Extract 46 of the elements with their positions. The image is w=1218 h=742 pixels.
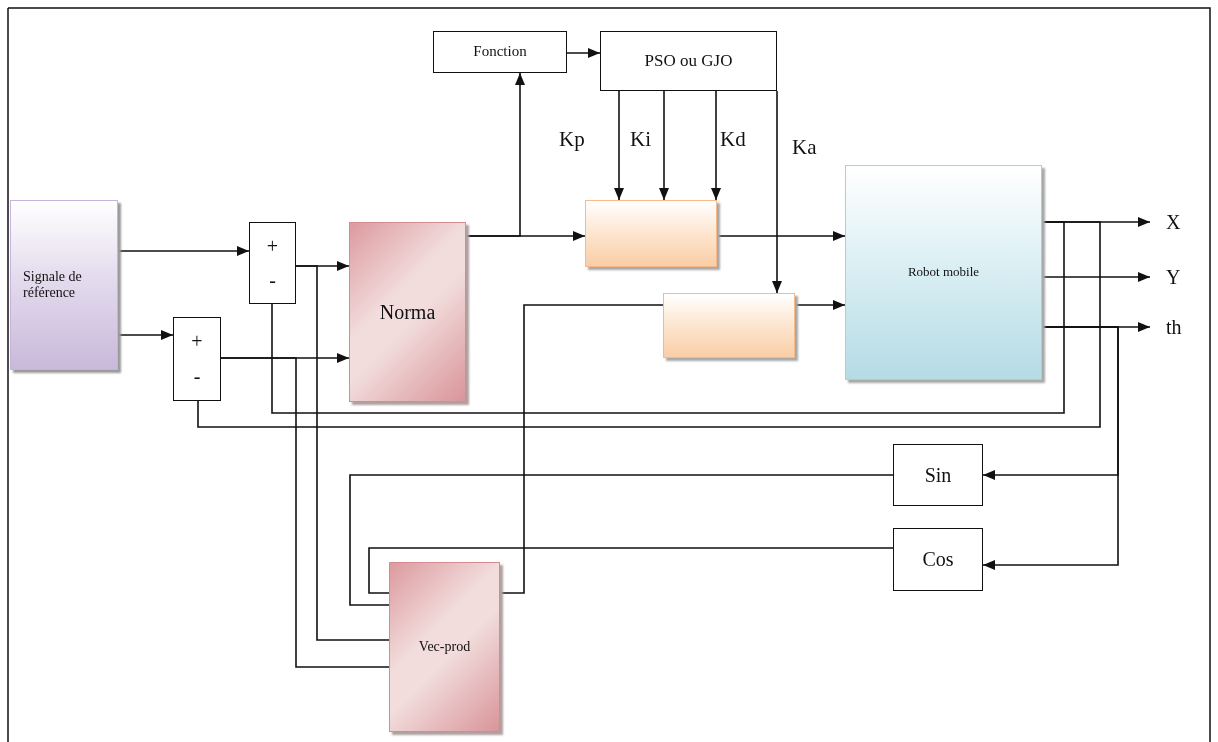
block-label: Vec-prod: [418, 638, 471, 656]
function-box: [893, 444, 983, 506]
sign-label: -: [193, 365, 201, 388]
arrow: [117, 246, 250, 256]
sign-label: -: [269, 268, 276, 292]
connector-line: [271, 221, 1065, 414]
arrow: [566, 48, 601, 58]
block-label: Robot mobile: [907, 265, 980, 280]
arrow: [982, 326, 1119, 570]
optimizer-box: [600, 31, 777, 91]
connector-line: [499, 304, 664, 594]
block-label: Fonction: [473, 43, 527, 61]
signal-name: X: [1166, 210, 1181, 234]
connector-line: [368, 547, 894, 594]
block-label: Signale de référence: [23, 268, 83, 302]
signal-name: th: [1166, 315, 1182, 339]
function-box: [893, 528, 983, 591]
controller-block: [663, 293, 795, 358]
source-block: [10, 200, 118, 370]
sign-label: +: [191, 330, 203, 353]
sign-label: +: [266, 234, 279, 258]
process-box: [433, 31, 567, 73]
arrow: [772, 90, 782, 294]
process-block: [389, 562, 500, 732]
block-label: PSO ou GJO: [644, 51, 733, 71]
plant-block: [845, 165, 1042, 380]
summing-block: [173, 317, 221, 401]
connector-line: [349, 474, 894, 606]
arrow: [117, 330, 174, 340]
arrow: [1041, 272, 1151, 282]
arrow: [711, 90, 721, 201]
connector-line: [197, 221, 1101, 428]
block-label: Norma: [379, 300, 436, 324]
arrow: [794, 300, 846, 310]
block-label: Sin: [924, 463, 952, 487]
arrow: [465, 72, 525, 237]
arrow: [716, 231, 846, 241]
process-block: [349, 222, 466, 402]
signal-name: Y: [1166, 265, 1181, 289]
connector-line: [220, 357, 390, 668]
arrow: [659, 90, 669, 201]
controller-block: [585, 200, 717, 267]
block-label: Cos: [922, 548, 954, 571]
arrow: [614, 90, 624, 201]
connector-line: [295, 265, 390, 641]
summing-block: [249, 222, 296, 304]
